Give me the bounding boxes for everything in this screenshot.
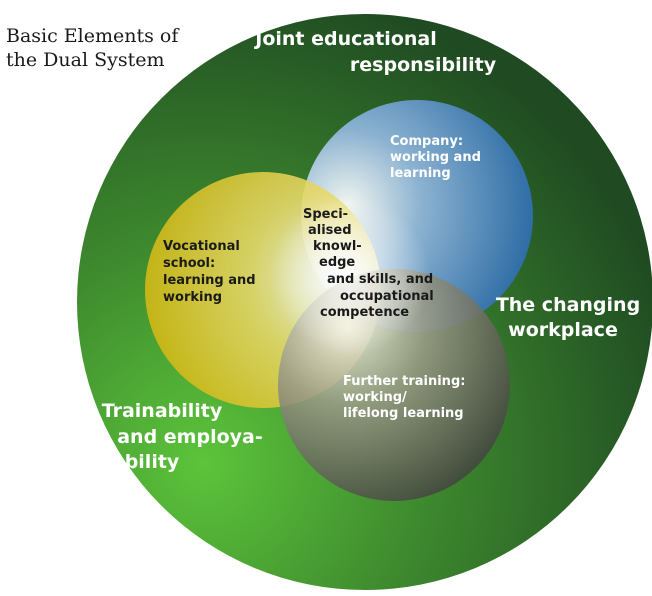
company-line-1: Company:	[390, 134, 463, 149]
center-line-6: occupational	[340, 289, 434, 304]
title-line-1: Basic Elements of	[6, 25, 179, 47]
center-line-3: knowl-	[313, 239, 362, 254]
diagram-title: Basic Elements of the Dual System	[6, 24, 178, 72]
center-line-5: and skills, and	[327, 272, 433, 287]
vocational-line-1: Vocational	[163, 239, 240, 254]
label-trainability-3: bility	[125, 451, 180, 473]
center-line-2: alised	[308, 223, 352, 238]
company-line-3: learning	[390, 166, 451, 181]
label-trainability-2: and employa-	[117, 426, 263, 448]
company-line-2: working and	[390, 150, 481, 165]
center-glow	[270, 195, 430, 355]
center-line-7: competence	[320, 305, 409, 320]
center-line-1: Speci-	[303, 207, 348, 222]
center-line-4: edge	[319, 255, 355, 270]
label-workplace-bottom: workplace	[508, 319, 618, 341]
further-line-3: lifelong learning	[343, 406, 464, 421]
further-line-2: working/	[343, 390, 407, 405]
vocational-line-4: working	[163, 290, 222, 305]
label-joint-bottom: responsibility	[350, 54, 497, 76]
vocational-line-3: learning and	[163, 273, 256, 288]
label-joint-top: Joint educational	[253, 28, 436, 50]
label-workplace-top: The changing	[496, 294, 640, 316]
vocational-line-2: school:	[163, 256, 215, 271]
label-trainability-1: Trainability	[102, 400, 223, 422]
further-line-1: Further training:	[343, 374, 465, 389]
title-line-2: the Dual System	[6, 49, 165, 71]
